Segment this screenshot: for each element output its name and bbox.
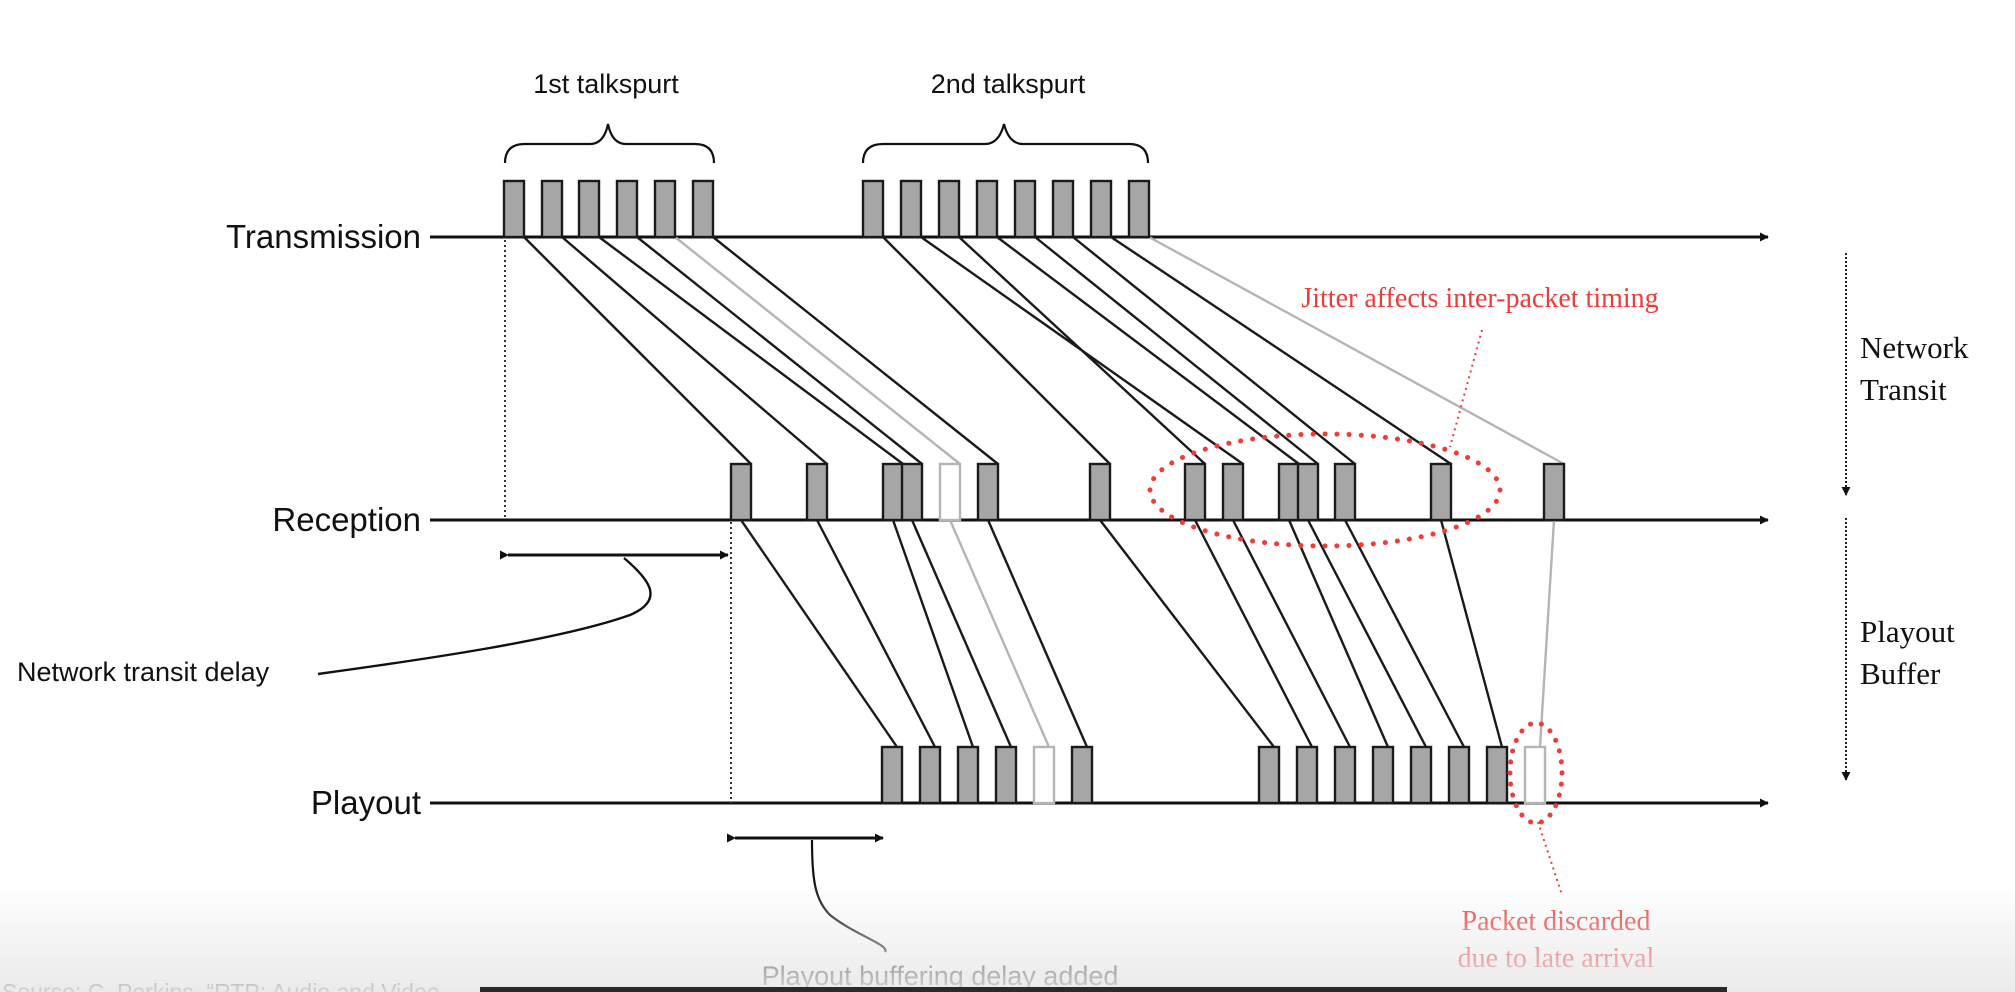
talkspurt-2-packet-3-network-path: [958, 236, 1206, 465]
packet-paths: [523, 235, 1565, 748]
talkspurt-1-transmitted-packet-4: [615, 179, 639, 239]
talkspurt-2-played-packet-1: [1257, 745, 1281, 805]
playout-buffering-delay-leader: [810, 839, 887, 953]
talkspurt-1-packet-3-buffer-path: [891, 519, 975, 748]
talkspurt-1-played-packet-3: [956, 745, 980, 805]
row-label-transmission: Transmission: [226, 218, 421, 255]
talkspurt-2-played-packet-4: [1371, 745, 1395, 805]
talkspurt-2-received-packet-8: [1542, 462, 1566, 522]
network-transit-delay-label: Network transit delay: [17, 657, 270, 687]
discard-leader: [1537, 821, 1563, 896]
discard-highlight-ellipse: [1507, 720, 1565, 826]
talkspurt-2-packet-8-network-path: [1148, 235, 1565, 466]
talkspurt-1-played-packet-4: [994, 745, 1018, 805]
talkspurt-2-played-packet-5: [1409, 745, 1433, 805]
talkspurt-2-label: 2nd talkspurt: [931, 69, 1086, 99]
talkspurt-2-received-packet-4: [1277, 462, 1301, 522]
talkspurt-2-transmitted-packet-4: [975, 179, 999, 239]
talkspurt-1-packet-6-network-path: [712, 236, 999, 465]
talkspurt-1-transmitted-packet-2: [540, 179, 564, 239]
talkspurt-1-brace: [503, 123, 716, 164]
talkspurt-1-packet-4-network-path: [636, 236, 923, 465]
talkspurt-1-played-packet-5: [1032, 745, 1056, 805]
talkspurt-1-packet-1-network-path: [523, 236, 752, 465]
row-label-playout: Playout: [311, 784, 421, 821]
talkspurt-2-packet-4-network-path: [996, 236, 1300, 465]
talkspurt-1-packet-1-buffer-path: [740, 519, 898, 748]
network-transit-delay-leader: [317, 557, 652, 676]
talkspurt-1-transmitted-packet-3: [577, 179, 601, 239]
talkspurt-1-played-packet-1: [880, 745, 904, 805]
talkspurt-2-received-packet-5: [1296, 462, 1320, 522]
jitter-label: Jitter affects inter-packet timing: [1301, 283, 1658, 314]
talkspurt-2-transmitted-packet-8: [1127, 179, 1151, 239]
talkspurt-2-packet-6-network-path: [1072, 236, 1356, 465]
talkspurt-2-packet-7-network-path: [1110, 236, 1452, 465]
talkspurt-2-received-packet-2: [1221, 462, 1245, 522]
discard-label-line-2: due to late arrival: [1458, 943, 1655, 974]
talkspurt-2-played-packet-6: [1447, 745, 1471, 805]
talkspurt-1-received-packet-3: [881, 462, 905, 522]
talkspurt-2-transmitted-packet-5: [1013, 179, 1037, 239]
talkspurt-1-played-packet-2: [918, 745, 942, 805]
talkspurt-1-played-packet-6: [1070, 745, 1094, 805]
talkspurt-2-packet-4-buffer-path: [1287, 519, 1390, 748]
jitter-highlight-ellipse: [1147, 431, 1503, 549]
talkspurt-1-received-packet-1: [729, 462, 753, 522]
talkspurt-2-played-packet-3: [1295, 745, 1319, 805]
talkspurt-2-transmitted-packet-2: [899, 179, 923, 239]
talkspurt-1-packet-5-buffer-path: [948, 519, 1051, 748]
talkspurt-2-played-packet-8: [1523, 745, 1547, 805]
talkspurt-2-brace: [861, 123, 1150, 164]
playout-buffer-label-line-1: Playout: [1860, 614, 1955, 649]
talkspurt-2-transmitted-packet-6: [1051, 179, 1075, 239]
talkspurt-2-packet-8-buffer-path: [1538, 519, 1556, 748]
talkspurt-2-packet-1-network-path: [882, 236, 1111, 465]
talkspurt-2-received-packet-6: [1333, 462, 1357, 522]
talkspurt-2-packet-5-network-path: [1034, 236, 1319, 465]
talkspurt-2-played-packet-2: [1333, 745, 1357, 805]
playout-buffer-label-line-2: Buffer: [1860, 656, 1941, 691]
talkspurt-1-packet-3-network-path: [598, 236, 904, 465]
talkspurt-1-packet-2-network-path: [561, 236, 828, 465]
discard-label-line-1: Packet discarded: [1462, 906, 1651, 937]
talkspurt-1-packet-4-buffer-path: [910, 519, 1013, 748]
talkspurt-1-received-packet-5: [938, 462, 962, 522]
talkspurt-1-label: 1st talkspurt: [533, 69, 679, 99]
talkspurt-1-transmitted-packet-6: [691, 179, 715, 239]
video-progress-bar[interactable]: [480, 987, 1727, 992]
talkspurt-1-received-packet-2: [805, 462, 829, 522]
talkspurt-2-transmitted-packet-3: [937, 179, 961, 239]
talkspurt-2-packet-7-buffer-path: [1439, 519, 1504, 748]
talkspurt-1-received-packet-4: [900, 462, 924, 522]
talkspurt-2-received-packet-3: [1183, 462, 1207, 522]
talkspurt-2-packet-6-buffer-path: [1343, 519, 1466, 748]
talkspurt-1-transmitted-packet-5: [653, 179, 677, 239]
jitter-leader: [1449, 329, 1483, 448]
talkspurt-2-received-packet-7: [1429, 462, 1453, 522]
talkspurt-1-received-packet-6: [976, 462, 1000, 522]
talkspurt-1-packet-5-network-path: [674, 236, 961, 465]
talkspurt-1-packet-2-buffer-path: [815, 519, 937, 748]
talkspurt-2-packet-5-buffer-path: [1306, 519, 1428, 748]
talkspurt-2-transmitted-packet-1: [861, 179, 885, 239]
talkspurt-1-transmitted-packet-1: [502, 179, 526, 239]
talkspurt-2-transmitted-packet-7: [1089, 179, 1113, 239]
talkspurt-2-received-packet-1: [1088, 462, 1112, 522]
talkspurt-2-packet-1-buffer-path: [1099, 519, 1275, 748]
source-citation: Source: C. Perkins, “RTP: Audio and Vide…: [2, 979, 440, 992]
network-transit-label-line-1: Network: [1860, 330, 1969, 365]
talkspurt-2-played-packet-7: [1485, 745, 1509, 805]
network-transit-label-line-2: Transit: [1860, 372, 1947, 407]
talkspurt-1-packet-6-buffer-path: [986, 519, 1089, 748]
packets: [502, 179, 1566, 805]
talkspurt-2-packet-3-buffer-path: [1193, 519, 1314, 748]
row-label-reception: Reception: [272, 501, 421, 538]
talkspurt-2-packet-2-buffer-path: [1231, 519, 1352, 748]
